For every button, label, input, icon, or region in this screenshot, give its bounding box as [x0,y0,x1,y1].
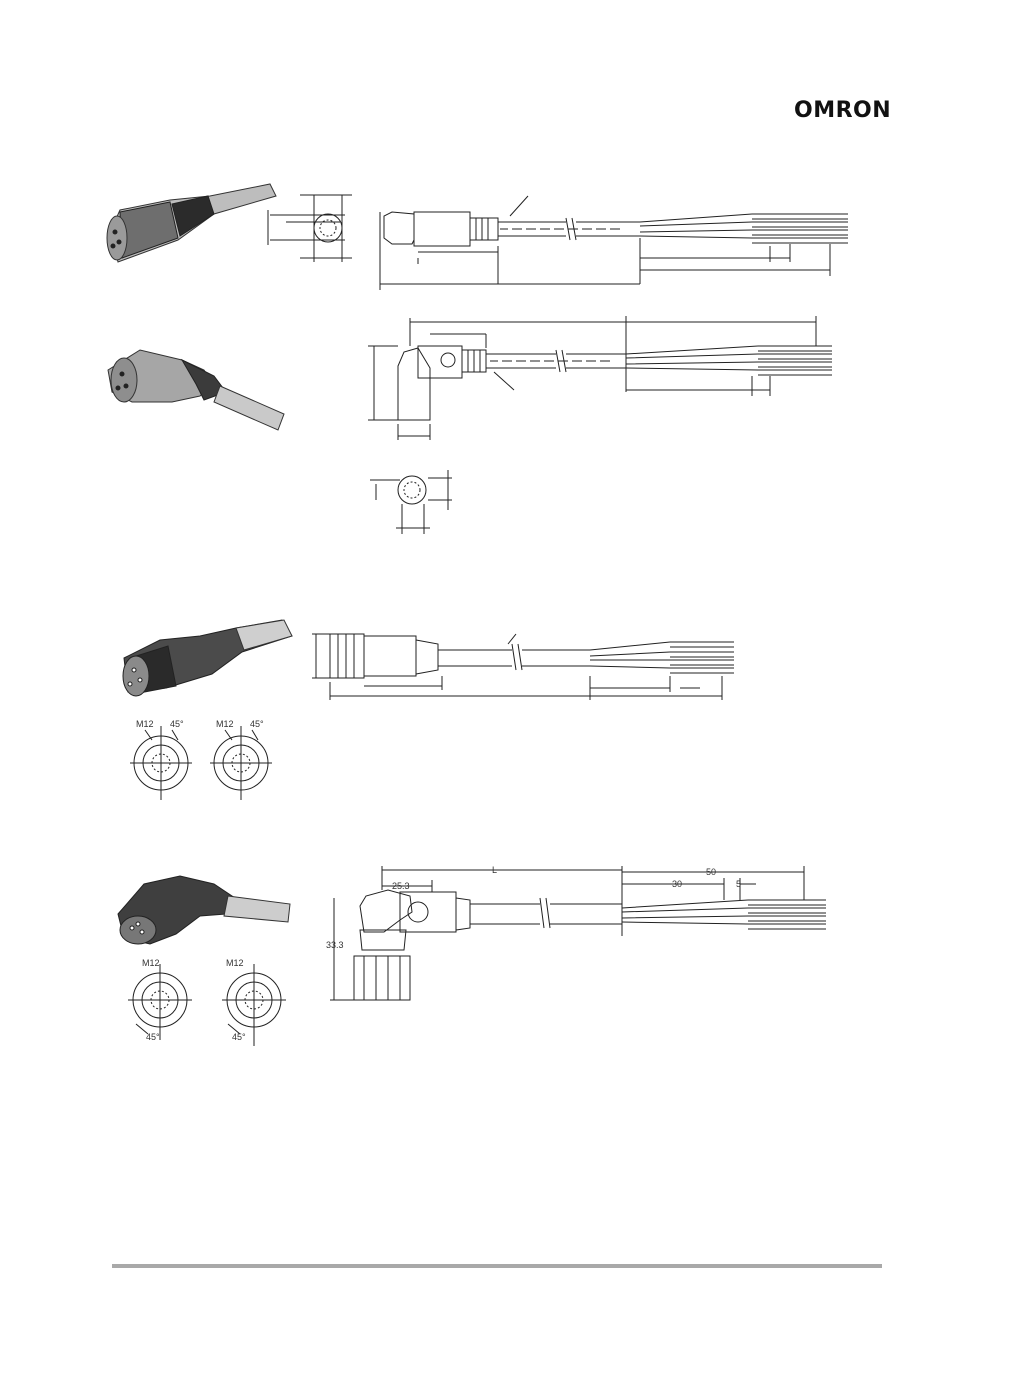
label-m12-b: M12 [216,719,234,729]
side-view-angled-m12: L 25.3 33.3 30 50 5 [326,865,826,1001]
label-angle-d: 45° [232,1032,246,1042]
omron-logo: OMRON [794,98,892,123]
label-dim-50: 50 [706,867,716,877]
side-view-small-straight [379,195,848,290]
label-dim-30: 30 [672,879,682,889]
side-view-straight-m12 [312,633,734,700]
label-dim-5: 5 [736,879,741,889]
label-dim-l: L [492,865,497,875]
label-dim-25-3: 25.3 [392,881,410,891]
label-m12-d: M12 [226,958,244,968]
end-view-small-straight [267,194,352,262]
label-dim-33-3: 33.3 [326,940,344,950]
footer-divider [112,1264,882,1268]
photo-angled-connector-m12 [117,875,291,945]
end-view-m12-b: M12 45° [210,719,272,800]
label-angle-a: 45° [170,719,184,729]
end-view-m12-a: M12 45° [130,719,192,800]
side-view-angled-small [368,316,832,440]
photo-angled-connector-small [107,349,285,431]
label-angle-c: 45° [146,1032,160,1042]
label-m12-c: M12 [142,958,160,968]
end-view-m12-c: M12 45° [128,958,192,1042]
photo-straight-connector-small [106,183,277,263]
photo-straight-connector-m12 [122,619,293,697]
end-view-angled-small [370,470,452,534]
end-view-m12-d: M12 45° [222,958,286,1046]
label-m12-a: M12 [136,719,154,729]
label-angle-b: 45° [250,719,264,729]
